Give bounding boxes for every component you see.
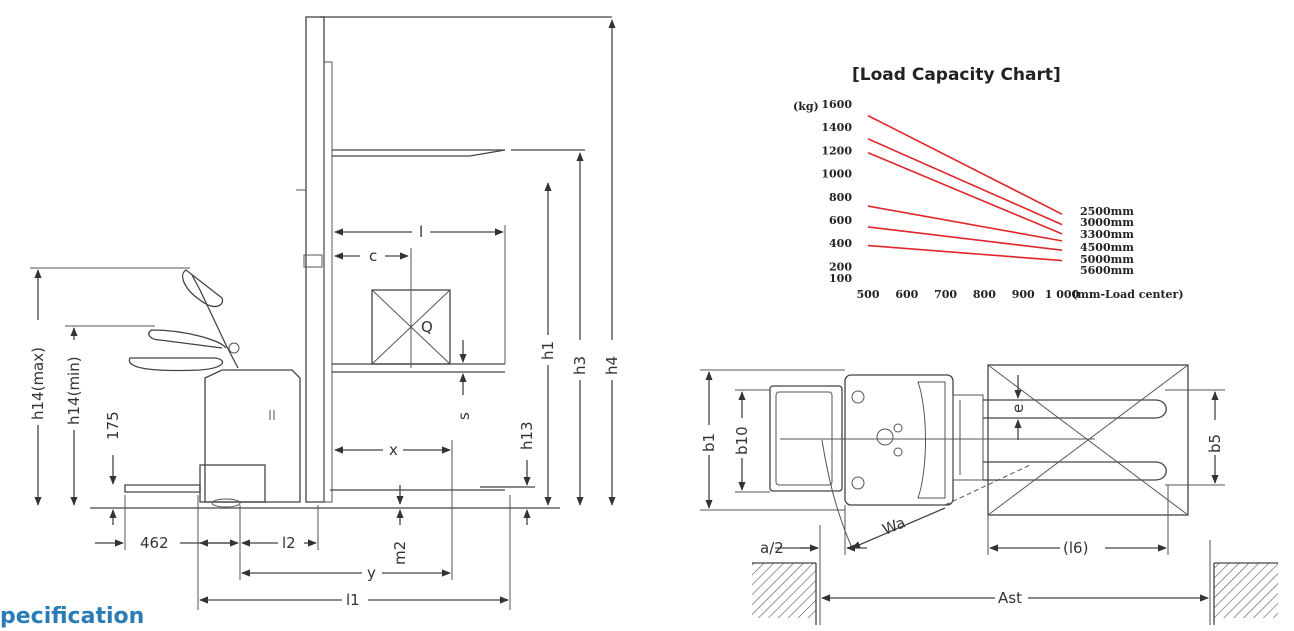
dim-h3-label: h3	[571, 356, 589, 375]
pallet-outline	[987, 364, 1189, 516]
chart-series-label: 5000mm	[1080, 253, 1134, 266]
chart-y-tick: 1400	[821, 121, 852, 134]
chart-x-unit: (mm-Load center)	[1072, 288, 1184, 301]
chart-series-label: 4500mm	[1080, 241, 1134, 254]
dim-h4-label: h4	[603, 356, 621, 375]
chart-y-tick: 600	[829, 214, 852, 227]
dim-175-label: 175	[104, 411, 122, 440]
dim-h14-max-label: h14(max)	[29, 347, 47, 420]
chart-series-line	[867, 151, 1063, 235]
dim-h13-label: h13	[518, 421, 536, 450]
chart-y-tick: 100	[829, 272, 852, 285]
chart-y-tick: 1200	[821, 144, 852, 157]
dim-e-label: e	[1009, 404, 1027, 413]
wall-left	[752, 562, 817, 625]
truck-body	[124, 369, 301, 508]
chart-y-tick: 1000	[821, 168, 852, 181]
chart-series-line	[867, 226, 1063, 251]
dim-b5-label: b5	[1206, 434, 1224, 453]
dim-h1-label: h1	[539, 341, 557, 360]
dim-y-label: y	[367, 564, 376, 582]
dim-s-label: s	[455, 412, 473, 420]
chart-y-tick: 400	[829, 237, 852, 250]
mast	[296, 16, 612, 503]
chart-y-unit: (kg)	[793, 100, 819, 113]
dim-m2-label: m2	[391, 541, 409, 565]
dim-l1-label: l1	[346, 591, 360, 609]
wall-right	[1213, 562, 1278, 625]
dim-x-label: x	[389, 441, 398, 459]
dim-h14-min-label: h14(min)	[65, 356, 83, 425]
load-q-label: Q	[421, 318, 433, 336]
chart-x-tick: 800	[973, 288, 996, 301]
top-view: b1 b10 b5 e Wa a/2 (l6)	[700, 364, 1278, 625]
dim-b10-label: b10	[733, 426, 751, 455]
side-view: Q h4 h3 h1	[29, 16, 621, 610]
chart-title: [Load Capacity Chart]	[852, 65, 1061, 85]
load-capacity-chart: [Load Capacity Chart] (kg) 1600140012001…	[793, 65, 1184, 301]
chart-series-line	[867, 244, 1063, 262]
dim-l6-label: (l6)	[1063, 539, 1088, 557]
dim-ast-label: Ast	[998, 589, 1022, 607]
chart-series-label: 5600mm	[1080, 264, 1134, 277]
chart-x-tick: 500	[857, 288, 880, 301]
chart-y-tick: 800	[829, 191, 852, 204]
chassis-outline	[844, 374, 954, 506]
dim-l-label: l	[419, 223, 423, 241]
dim-c-label: c	[369, 247, 377, 265]
chart-y-tick: 1600	[821, 98, 852, 111]
chart-series-line	[867, 205, 1063, 242]
dim-b1-label: b1	[700, 433, 718, 452]
dim-l2-label: l2	[282, 534, 296, 552]
dim-a2-label: a/2	[760, 539, 784, 557]
tiller-arm	[128, 269, 240, 372]
fork-carriage	[330, 149, 506, 491]
chart-series-label: 3000mm	[1080, 216, 1134, 229]
chart-x-ticks: 500 600 700 800 900 1 000	[857, 288, 1080, 301]
dim-wa-label: Wa	[880, 513, 908, 538]
chart-series-label: 2500mm	[1080, 205, 1134, 218]
chart-x-tick: 700	[934, 288, 957, 301]
section-heading: pecification	[0, 604, 145, 629]
dim-462-label: 462	[140, 534, 169, 552]
chart-series-line	[867, 114, 1063, 215]
chart-x-tick: 1 000	[1045, 288, 1080, 301]
chart-x-tick: 600	[895, 288, 918, 301]
chart-series-line	[867, 138, 1063, 226]
chart-x-tick: 900	[1012, 288, 1035, 301]
chart-y-tick: 200	[829, 260, 852, 273]
chart-series-label: 3300mm	[1080, 228, 1134, 241]
